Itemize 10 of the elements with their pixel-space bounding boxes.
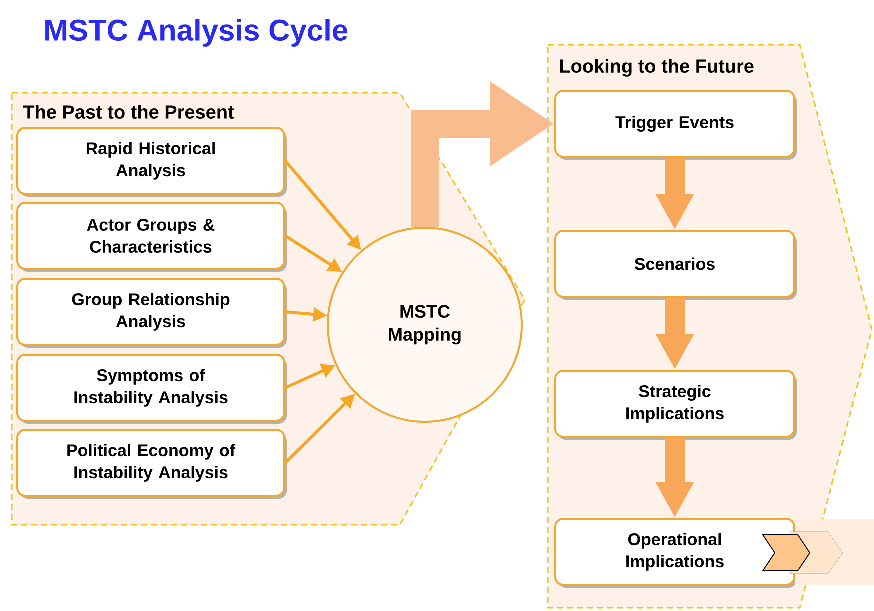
process-box: Symptoms of Instability Analysis: [16, 354, 287, 424]
process-box: Scenarios: [554, 230, 797, 300]
process-box: Strategic Implications: [554, 370, 797, 440]
title: MSTC Analysis Cycle: [46, 19, 348, 47]
process-box: Operational Implications: [554, 518, 797, 588]
process-box: Actor Groups & Characteristics: [16, 202, 287, 272]
process-box: Trigger Events: [554, 90, 797, 160]
process-box: Political Economy of Instability Analysis: [16, 429, 287, 499]
process-box: Rapid Historical Analysis: [16, 127, 287, 197]
process-box: Group Relationship Analysis: [16, 278, 287, 348]
